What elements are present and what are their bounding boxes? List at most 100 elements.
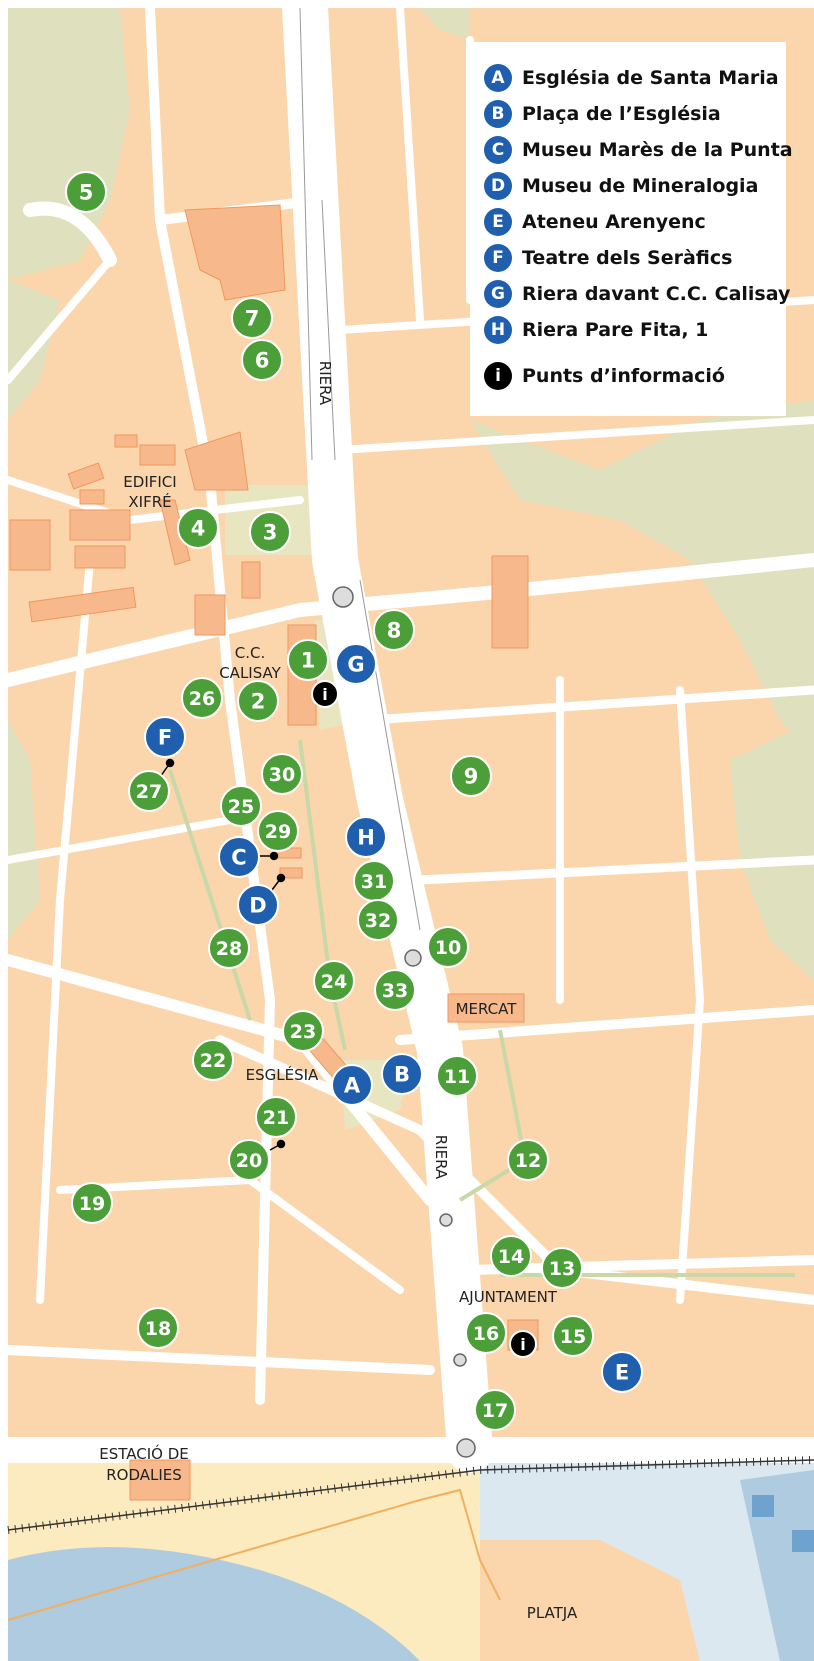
poi-marker-23-label: 23 <box>290 1021 316 1043</box>
site-marker-c-label: C <box>231 846 246 870</box>
poi-marker-12-circle <box>507 1139 549 1181</box>
label-riera-north: RIERA <box>316 361 334 406</box>
poi-marker-11: 11 <box>436 1055 478 1097</box>
legend-badge: A <box>484 64 512 92</box>
poi-marker-24-label: 24 <box>321 971 347 993</box>
poi-marker-26-label: 26 <box>189 688 215 710</box>
poi-marker-16-label: 16 <box>473 1323 499 1345</box>
site-marker-h-label: H <box>357 826 375 850</box>
poi-marker-4: 4 <box>177 507 219 549</box>
legend-badge: G <box>484 280 512 308</box>
poi-marker-32-label: 32 <box>365 910 391 932</box>
site-marker-a-circle <box>331 1064 373 1106</box>
info-point-icon-2: i <box>509 1330 537 1358</box>
poi-marker-32-circle <box>357 899 399 941</box>
poi-marker-20-circle <box>228 1139 270 1181</box>
poi-marker-7-label: 7 <box>245 307 260 331</box>
label-xifre-line2: XIFRÉ <box>128 492 171 511</box>
label-estacio-line2: RODALIES <box>106 1466 182 1484</box>
info-point-icon-1-label: i <box>322 685 327 704</box>
poi-marker-15: 15 <box>552 1315 594 1357</box>
poi-marker-2: 2 <box>237 680 279 722</box>
poi-marker-2-label: 2 <box>251 690 266 714</box>
poi-marker-24-circle <box>313 960 355 1002</box>
poi-marker-7: 7 <box>231 297 273 339</box>
poi-marker-30: 30 <box>261 753 303 795</box>
poi-marker-29-circle <box>257 810 299 852</box>
poi-marker-6-circle <box>241 339 283 381</box>
poi-marker-17-label: 17 <box>482 1400 508 1422</box>
poi-marker-23: 23 <box>282 1010 324 1052</box>
legend-label: Museu Marès de la Punta <box>522 139 793 161</box>
label-platja: PLATJA <box>527 1604 578 1622</box>
poi-marker-8-circle <box>373 609 415 651</box>
site-marker-d-circle <box>237 884 279 926</box>
poi-marker-30-label: 30 <box>269 764 295 786</box>
legend-label: Ateneu Arenyenc <box>522 211 706 233</box>
poi-marker-12: 12 <box>507 1139 549 1181</box>
poi-marker-13-circle <box>541 1247 583 1289</box>
poi-marker-28-label: 28 <box>216 938 242 960</box>
poi-marker-33-circle <box>374 969 416 1011</box>
poi-marker-28-circle <box>208 927 250 969</box>
info-point-icon-1-circle <box>311 680 339 708</box>
poi-marker-29-label: 29 <box>265 821 291 843</box>
poi-marker-25-circle <box>220 785 262 827</box>
poi-marker-6-label: 6 <box>255 349 270 373</box>
poi-marker-13: 13 <box>541 1247 583 1289</box>
label-calisay-line1: C.C. <box>235 644 265 662</box>
poi-marker-5-circle <box>65 171 107 213</box>
poi-marker-28: 28 <box>208 927 250 969</box>
poi-marker-8-label: 8 <box>387 619 402 643</box>
poi-marker-33-label: 33 <box>382 980 408 1002</box>
site-marker-b: B <box>381 1053 423 1095</box>
poi-marker-20-label: 20 <box>236 1150 262 1172</box>
label-mercat: MERCAT <box>456 1000 518 1018</box>
poi-marker-17: 17 <box>474 1389 516 1431</box>
poi-marker-27-circle <box>128 770 170 812</box>
site-marker-e-label: E <box>615 1361 629 1385</box>
site-marker-g: G <box>335 643 377 685</box>
poi-marker-5: 5 <box>65 171 107 213</box>
poi-marker-13-label: 13 <box>549 1258 575 1280</box>
poi-marker-25: 25 <box>220 785 262 827</box>
poi-marker-18: 18 <box>137 1307 179 1349</box>
poi-marker-1-label: 1 <box>301 649 316 673</box>
poi-marker-10-label: 10 <box>435 937 461 959</box>
poi-marker-26: 26 <box>181 677 223 719</box>
poi-marker-21: 21 <box>255 1096 297 1138</box>
poi-marker-19-circle <box>71 1182 113 1224</box>
poi-marker-21-label: 21 <box>263 1107 289 1129</box>
info-point-icon-2-label: i <box>520 1335 525 1354</box>
site-marker-a-label: A <box>344 1074 361 1098</box>
info-point-icon-2-circle <box>509 1330 537 1358</box>
poi-marker-19: 19 <box>71 1182 113 1224</box>
site-marker-d-label: D <box>249 894 266 918</box>
poi-marker-33: 33 <box>374 969 416 1011</box>
poi-marker-4-circle <box>177 507 219 549</box>
site-marker-b-label: B <box>394 1063 410 1087</box>
site-marker-f-circle <box>144 716 186 758</box>
label-estacio-line1: ESTACIÓ DE <box>99 1444 189 1463</box>
poi-marker-30-circle <box>261 753 303 795</box>
poi-marker-3-circle <box>249 511 291 553</box>
legend-label: Riera Pare Fita, 1 <box>522 319 709 341</box>
label-esglesia: ESGLÉSIA <box>246 1065 319 1084</box>
site-marker-a: A <box>331 1064 373 1106</box>
poi-marker-29: 29 <box>257 810 299 852</box>
poi-marker-22-circle <box>192 1039 234 1081</box>
legend-info-label: Punts d’informació <box>522 365 725 387</box>
legend-info-row: i Punts d’informació <box>484 358 786 394</box>
poi-marker-27-label: 27 <box>136 781 162 803</box>
poi-marker-9-circle <box>450 755 492 797</box>
poi-marker-10-circle <box>427 926 469 968</box>
legend-badge: F <box>484 244 512 272</box>
poi-marker-31-label: 31 <box>361 871 387 893</box>
legend-label: Museu de Mineralogia <box>522 175 759 197</box>
